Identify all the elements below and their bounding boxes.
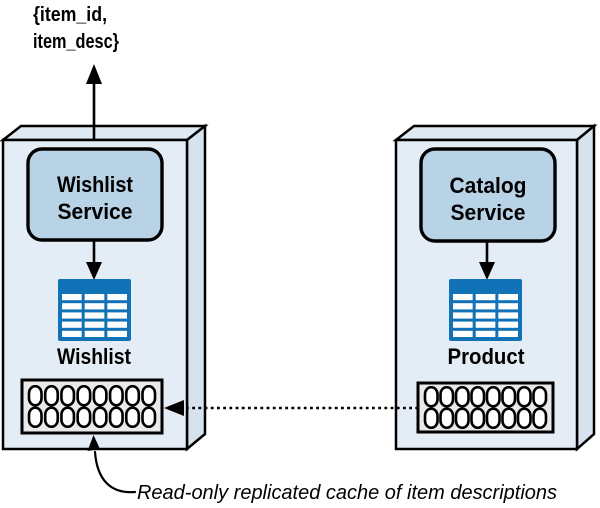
table-cell [84,321,105,328]
replication-arrowhead-icon [164,400,184,416]
cache-slot [27,384,43,407]
table-cell [62,294,82,301]
cache-slot [92,384,108,407]
cache-slot [423,407,439,430]
cache-slot [108,406,124,429]
table-cell [107,294,127,301]
cache-slot [532,407,548,430]
product-table-label: Product [448,344,526,369]
table-cell [62,312,82,319]
wishlist-db-arrow [86,240,102,280]
cache-slot [501,407,517,430]
annotation-arrow [87,435,137,494]
table-cell [498,312,518,319]
catalog-db-arrow [479,241,495,280]
table-cell [475,321,496,328]
cache-slot [76,384,92,407]
cache-slot [439,385,455,408]
cache-slot [27,406,43,429]
annotation-arrowhead-icon [87,435,100,451]
table-cell [475,303,496,310]
wishlist-box-top-face [0,124,209,142]
table-cell [453,312,473,319]
table-cell [453,294,473,301]
table-cell [84,303,105,310]
wishlist-service-label-line2: Service [58,199,133,224]
table-cell [84,312,105,319]
cache-slot [439,407,455,430]
wishlist-table-label: Wishlist [57,344,132,369]
table-cell [62,303,82,310]
catalog-service-label-line2: Service [451,200,526,225]
cache-slot [470,385,486,408]
output-fields-line1: {item_id, [33,4,107,26]
catalog-box-top-face [392,124,598,142]
product-table-icon [449,279,522,341]
output-arrowhead-icon [86,64,102,84]
catalog-cache-box [416,381,555,434]
table-cell [107,303,127,310]
table-cell [107,312,127,319]
table-cell [498,321,518,328]
catalog-service-label-line1: Catalog [450,173,527,198]
annotation-arrow-curve [93,450,137,494]
replication-arrow [164,400,418,416]
table-cell [498,303,518,310]
table-cell [453,330,473,337]
cache-slot [516,385,532,408]
table-cell [475,330,496,337]
table-cell [453,321,473,328]
wishlist-service-node: Wishlist Service [26,147,164,242]
table-cell [498,294,518,301]
output-fields-line2: item_desc} [33,31,119,53]
catalog-box-side-face [575,123,596,452]
table-cell [475,312,496,319]
cache-slot [124,384,141,407]
cache-slot [141,384,157,407]
wishlist-cache [20,378,164,435]
wishlist-box-side-face [185,123,207,452]
cache-slot [501,385,517,408]
cache-slot [141,406,157,429]
table-cell [84,330,105,337]
wishlist-db-arrowhead-icon [86,262,102,280]
wishlist-service-label-line1: Wishlist [57,172,134,197]
table-cell [107,330,127,337]
catalog-service-node: Catalog Service [419,147,557,243]
cache-slot [454,407,470,430]
cache-slot [43,384,60,407]
table-cell [107,321,127,328]
cache-slot [516,407,532,430]
cache-slot [76,406,92,429]
cache-slot [124,406,141,429]
cache-slot [532,385,548,408]
table-cell [62,330,82,337]
cache-slot [60,406,76,429]
cache-slot [60,384,76,407]
table-cell [475,294,496,301]
catalog-db-arrowhead-icon [479,262,495,280]
catalog-cache [416,381,555,434]
cache-slot [108,384,124,407]
table-cell [84,294,105,301]
cache-slot [92,406,108,429]
cache-slot [485,385,501,408]
annotation-text: Read-only replicated cache of item descr… [137,482,557,504]
wishlist-cache-box [20,378,164,435]
table-cell [453,303,473,310]
cache-slot [470,407,486,430]
wishlist-table-icon [58,279,131,341]
cache-slot [43,406,60,429]
cache-slot [485,407,501,430]
cache-slot [423,385,439,408]
cache-slot [454,385,470,408]
output-arrow [86,64,102,140]
table-cell [62,321,82,328]
table-cell [498,330,518,337]
